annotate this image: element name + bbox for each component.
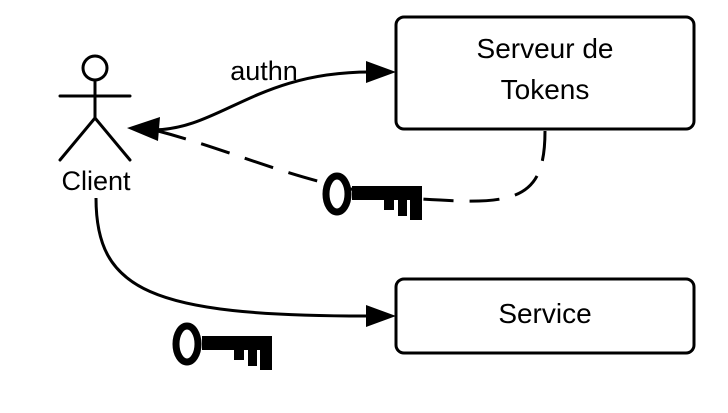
key-icon-shaft: [202, 336, 272, 350]
key-icon-tooth-3: [260, 348, 272, 370]
key-icon-tooth-3: [410, 198, 422, 220]
actor-left-leg: [58, 116, 97, 162]
key-icon: [172, 322, 272, 370]
actor-label: Client: [61, 166, 131, 196]
token-server-label-line2: Tokens: [501, 74, 590, 105]
edge-authn-line: [151, 70, 371, 132]
edge-authn: authn: [151, 56, 396, 132]
actor-right-leg: [93, 116, 132, 162]
key-icon-tooth-1: [384, 198, 394, 210]
edge-service-call-arrowhead: [366, 305, 396, 327]
token-server-box: [394, 15, 696, 131]
key-icon-shaft: [352, 186, 422, 200]
key-icon-tooth-2: [398, 198, 407, 216]
edge-service-call: [94, 197, 396, 327]
key-icon-tooth-1: [234, 348, 244, 360]
edge-token-return: [127, 117, 547, 203]
key-icon-bow: [172, 322, 202, 366]
edge-service-call-line: [94, 197, 367, 318]
edge-token-return-line: [157, 129, 547, 203]
edge-token-return-arrowhead: [127, 117, 160, 141]
token-server-node: Serveur de Tokens: [394, 15, 696, 131]
key-icon: [322, 172, 422, 220]
actor-head: [81, 54, 109, 82]
client-actor: [58, 54, 132, 162]
key-icon-tooth-2: [248, 348, 257, 366]
service-node: Service: [394, 277, 696, 355]
service-label: Service: [498, 298, 591, 329]
edge-authn-arrowhead: [366, 61, 396, 83]
edge-authn-label: authn: [230, 56, 298, 86]
token-server-label-line1: Serveur de: [477, 33, 614, 64]
key-icon-bow: [322, 172, 352, 216]
